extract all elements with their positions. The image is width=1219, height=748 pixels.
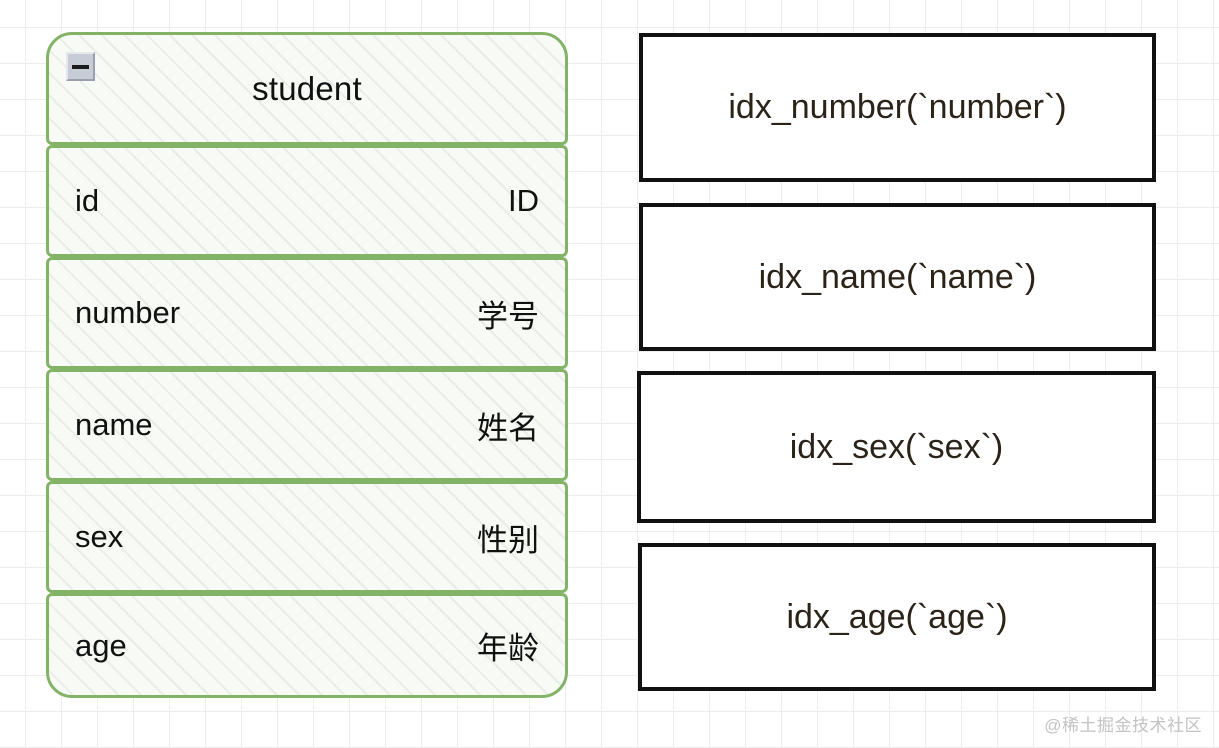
minus-icon-bar (72, 64, 89, 69)
index-label: idx_age(`age`) (786, 597, 1008, 636)
column-name: number (75, 295, 181, 330)
index-box[interactable]: idx_name(`name`) (639, 203, 1156, 351)
column-name: id (75, 183, 100, 218)
watermark: @稀土掘金技术社区 (1044, 716, 1202, 735)
column-name: name (75, 407, 153, 442)
table-row[interactable]: age 年龄 (46, 593, 568, 698)
index-box[interactable]: idx_age(`age`) (638, 543, 1156, 691)
table-row[interactable]: id ID (46, 145, 568, 257)
table-row[interactable]: sex 性别 (46, 481, 568, 593)
minus-icon[interactable] (66, 52, 95, 81)
column-description: 年龄 (477, 631, 539, 666)
index-label: idx_number(`number`) (728, 88, 1067, 126)
er-table-student[interactable]: student id ID number 学号 name 姓名 sex 性别 a… (46, 32, 568, 698)
table-row[interactable]: number 学号 (46, 257, 568, 369)
er-table-header[interactable]: student (46, 32, 568, 145)
column-description: 姓名 (477, 410, 539, 446)
column-description: ID (508, 183, 539, 218)
column-description: 学号 (477, 298, 539, 334)
column-name: age (75, 627, 127, 663)
index-box[interactable]: idx_number(`number`) (639, 33, 1156, 182)
er-table-title: student (252, 69, 362, 107)
index-label: idx_name(`name`) (758, 257, 1037, 296)
column-name: sex (75, 519, 124, 554)
index-label: idx_sex(`sex`) (789, 427, 1004, 466)
column-description: 性别 (477, 522, 539, 558)
index-box[interactable]: idx_sex(`sex`) (637, 371, 1156, 523)
table-row[interactable]: name 姓名 (46, 369, 568, 481)
